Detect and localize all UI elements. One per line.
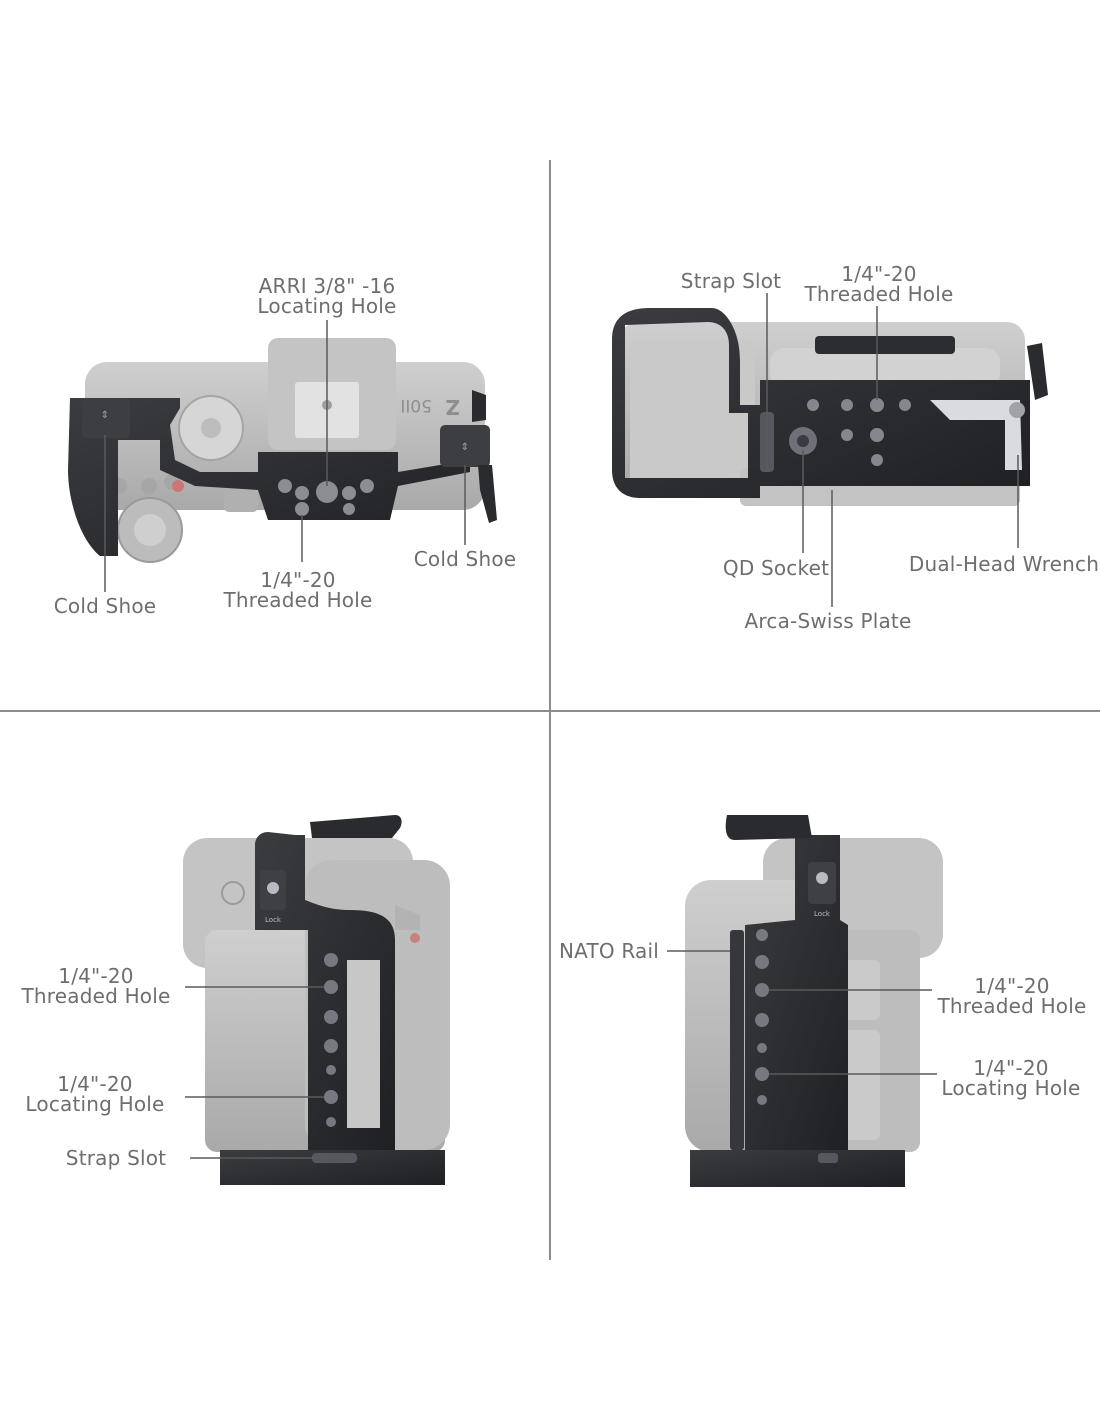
label-threaded-hole-bottom: 1/4"-20 Threaded Hole (804, 264, 953, 304)
label-arri-hole: ARRI 3/8" -16 Locating Hole (257, 276, 396, 316)
cage-bottom (612, 308, 1048, 498)
label-arca-plate: Arca-Swiss Plate (744, 609, 912, 633)
cold-shoe-right (440, 425, 490, 467)
label-locating-hole-right: 1/4"-20 Locating Hole (941, 1058, 1080, 1098)
threaded-hole-top (295, 502, 309, 516)
label-threaded-hole-left: 1/4"-20 Threaded Hole (21, 966, 170, 1006)
strap-slot-left (312, 1153, 357, 1163)
model-label: 50II (400, 395, 432, 415)
label-locating-hole-right-line2: Locating Hole (941, 1076, 1081, 1100)
label-threaded-hole-top-line1: 1/4"-20 (260, 568, 336, 592)
bottom-view-leaders (766, 293, 1019, 607)
label-threaded-hole-right-line2: Threaded Hole (937, 994, 1087, 1018)
label-threaded-hole-bottom-line2: Threaded Hole (804, 282, 954, 306)
label-threaded-hole-left-line2: Threaded Hole (21, 984, 171, 1008)
top-handle-plate-right (725, 815, 812, 840)
locating-hole-right (755, 1067, 769, 1081)
label-locating-hole-right-line1: 1/4"-20 (973, 1056, 1049, 1080)
label-threaded-hole-left-line1: 1/4"-20 (58, 964, 134, 988)
bottom-view-panel (612, 293, 1048, 607)
top-handle-plate (310, 815, 402, 838)
label-threaded-hole-top: 1/4"-20 Threaded Hole (223, 570, 372, 610)
cold-shoe-right-arrows-icon: ⇕ (461, 442, 469, 453)
right-side-panel: Lock (667, 815, 943, 1187)
label-threaded-hole-right-line1: 1/4"-20 (974, 974, 1050, 998)
right-side-leaders (667, 950, 937, 1075)
dual-head-wrench (930, 400, 1022, 470)
label-nato-rail: NATO Rail (558, 939, 660, 963)
label-wrench: Dual-Head Wrench (908, 552, 1100, 576)
label-threaded-hole-bottom-line1: 1/4"-20 (841, 262, 917, 286)
threaded-hole-bottom (870, 398, 884, 412)
threaded-hole-right (755, 983, 769, 997)
mount-logo: Z (445, 395, 460, 419)
horizontal-divider (0, 710, 1100, 712)
label-locating-hole-left-line1: 1/4"-20 (57, 1072, 133, 1096)
lock-label-left: Lock (265, 916, 282, 924)
cold-shoe-left (82, 398, 130, 438)
label-locating-hole-left: 1/4"-20 Locating Hole (25, 1074, 164, 1114)
label-arri-hole-line2: Locating Hole (257, 294, 397, 318)
locating-hole-left (324, 1090, 338, 1104)
label-qd-socket: QD Socket (722, 556, 830, 580)
lever (478, 465, 497, 523)
label-strap-slot-bottom: Strap Slot (680, 269, 782, 293)
label-cold-shoe-right: Cold Shoe (413, 547, 517, 571)
cold-shoe-left-arrows-icon: ⇕ (101, 410, 109, 421)
top-view-leaders (104, 320, 466, 592)
label-locating-hole-left-line2: Locating Hole (25, 1092, 165, 1116)
mount-clamp (815, 336, 955, 354)
left-side-leaders (185, 986, 324, 1159)
cage-right-side: Lock (690, 815, 905, 1187)
threaded-hole-left (324, 980, 338, 994)
label-threaded-hole-right: 1/4"-20 Threaded Hole (937, 976, 1086, 1016)
top-view-panel: 50II Z ⇕ ⇕ (68, 320, 497, 592)
lock-label-right: Lock (814, 910, 831, 918)
label-threaded-hole-top-line2: Threaded Hole (223, 588, 373, 612)
label-arri-hole-line1: ARRI 3/8" -16 (258, 274, 396, 298)
label-strap-slot-left: Strap Slot (65, 1146, 167, 1170)
arri-hole (316, 481, 338, 503)
label-cold-shoe-left: Cold Shoe (53, 594, 157, 618)
nato-rail (730, 930, 744, 1150)
camera-top: 50II Z (85, 338, 485, 563)
cage-top: ⇕ ⇕ (68, 390, 497, 556)
left-side-panel: Lock (183, 815, 450, 1185)
